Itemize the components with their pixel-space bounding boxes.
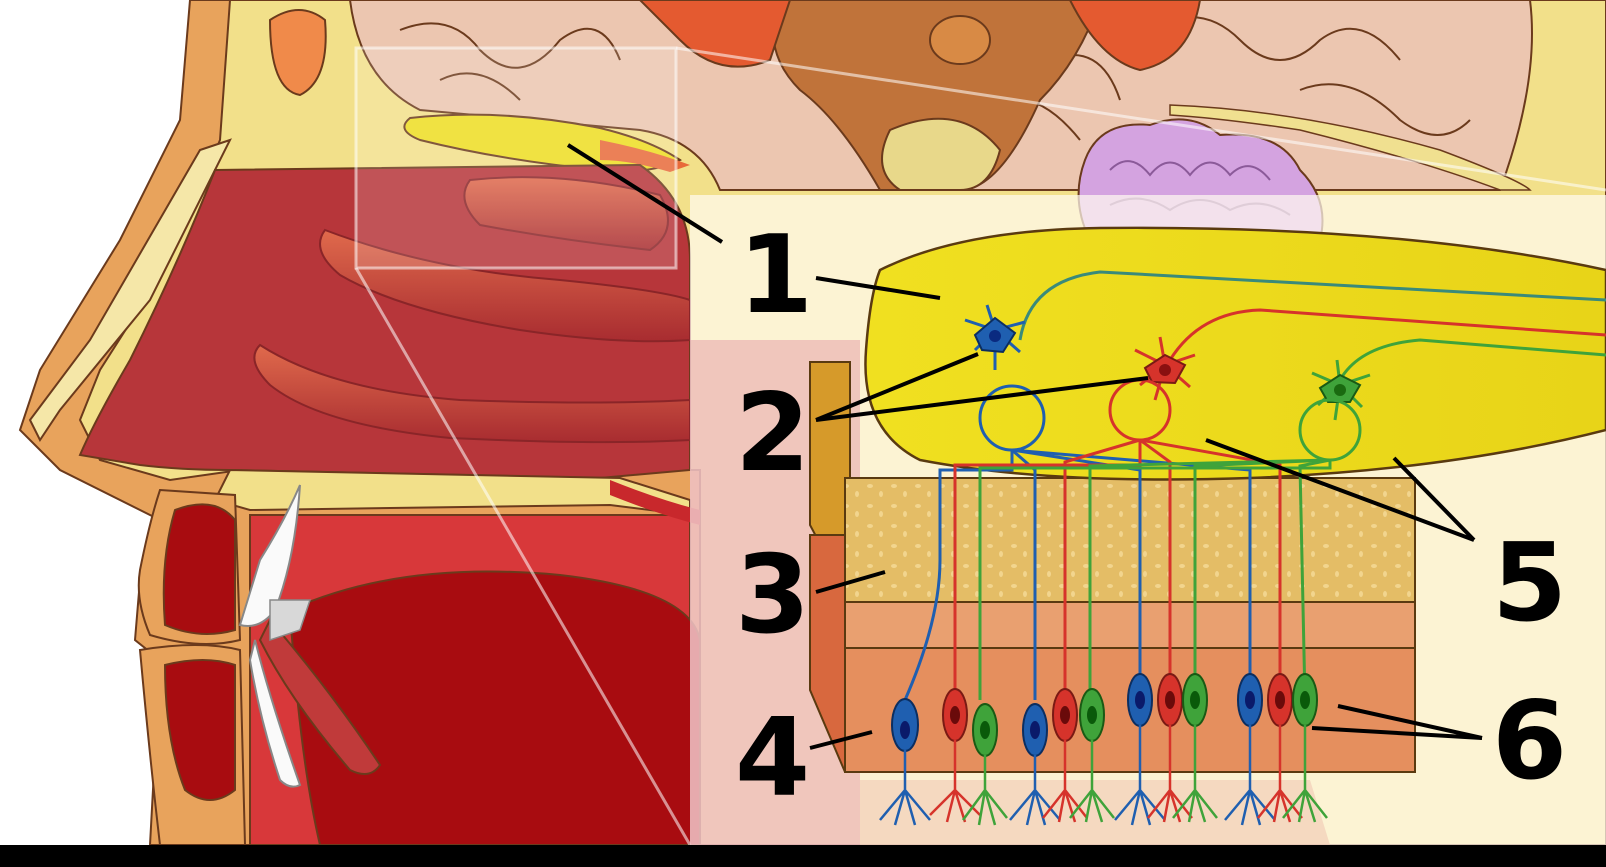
label-6: 6 bbox=[1492, 679, 1567, 804]
bottom-border bbox=[0, 845, 1606, 867]
receptor-neuron bbox=[1158, 674, 1182, 726]
label-2: 2 bbox=[735, 371, 810, 496]
label-4: 4 bbox=[735, 696, 810, 821]
cribriform-plate bbox=[845, 478, 1415, 602]
receptor-neuron bbox=[1128, 674, 1152, 726]
receptor-neuron bbox=[1183, 674, 1207, 726]
label-1: 1 bbox=[738, 213, 813, 338]
upper-lip-red bbox=[164, 504, 235, 634]
zoom-frame bbox=[356, 48, 676, 268]
receptor-neuron bbox=[973, 704, 997, 756]
label-5: 5 bbox=[1492, 521, 1567, 646]
receptor-neuron bbox=[943, 689, 967, 741]
receptor-neuron bbox=[1023, 704, 1047, 756]
label-3: 3 bbox=[735, 533, 810, 658]
receptor-neuron bbox=[892, 699, 918, 751]
inset-mucus-layer bbox=[860, 780, 1330, 845]
receptor-neuron bbox=[1238, 674, 1262, 726]
brain-nucleus bbox=[930, 16, 990, 64]
receptor-neuron bbox=[1293, 674, 1317, 726]
receptor-neuron bbox=[1268, 674, 1292, 726]
receptor-neuron bbox=[1053, 689, 1077, 741]
tongue bbox=[290, 572, 700, 845]
receptor-neuron bbox=[1080, 689, 1104, 741]
